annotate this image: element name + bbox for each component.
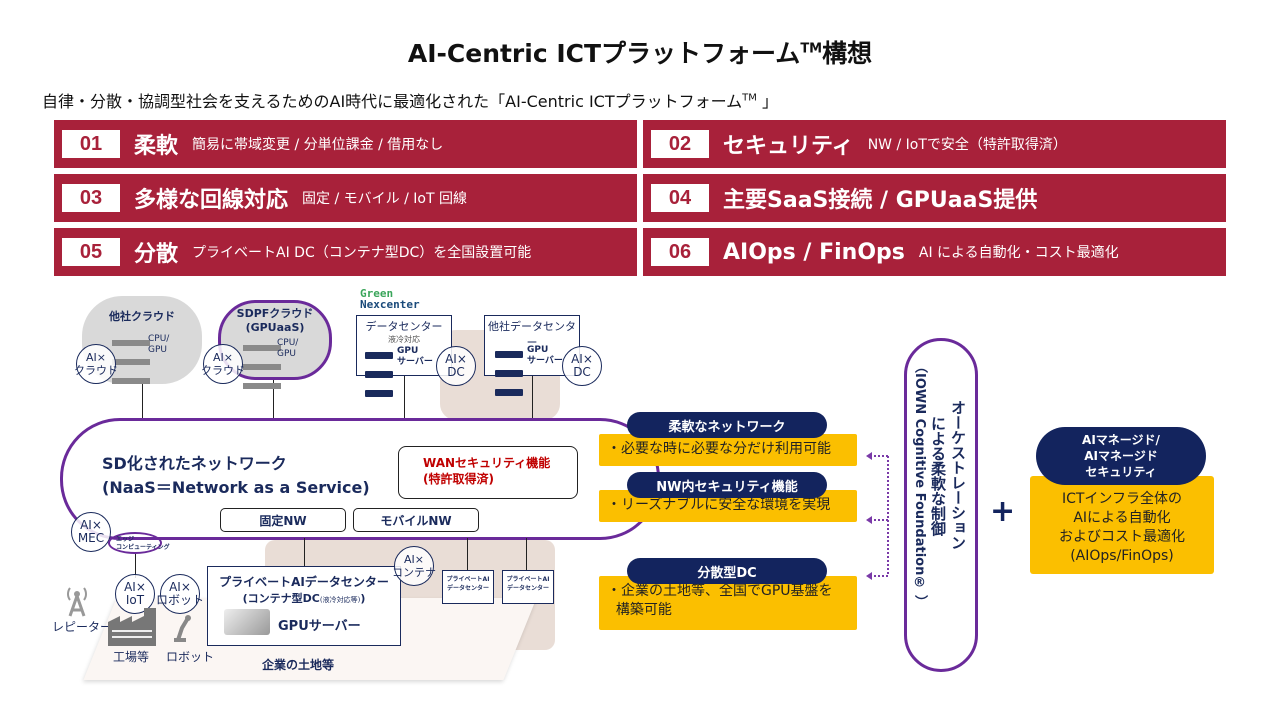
page-title: AI-Centric ICTプラットフォームTM構想 [407, 39, 873, 68]
ai-dc-badge: AI× DC [436, 346, 476, 386]
connector-line [526, 538, 527, 572]
feature-number: 02 [651, 130, 709, 158]
connector-line [304, 538, 305, 570]
server-icon [243, 337, 283, 394]
other-cloud-label: 他社クラウド [109, 310, 175, 323]
feature-02: 02 セキュリティ NW / IoTで安全（特許取得済） [643, 120, 1226, 168]
green-nexcenter-logo: Green Nexcenter [360, 287, 420, 311]
private-dc-title: プライベートAIデータセンター [219, 575, 389, 589]
iown-label: （IOWN Cognitive Foundation® ） [912, 360, 927, 608]
connector-line [467, 538, 468, 572]
connector-line [532, 376, 533, 418]
robot-icon [174, 615, 191, 642]
other-cloud: 他社クラウド CPU/ GPU [82, 296, 202, 384]
feature-04: 04 主要SaaS接続 / GPUaaS提供 [643, 174, 1226, 222]
other-datacenter: 他社データセンター GPU サーバー [484, 315, 580, 396]
sdpf-cloud-label: SDPFクラウド (GPUaaS) [236, 307, 314, 334]
ai-iot-badge: AI× IoT [115, 574, 155, 614]
feature-number: 01 [62, 130, 120, 158]
sd-network-label: SD化されたネットワーク (NaaS＝Network as a Service) [102, 454, 370, 497]
feature-05: 05 分散プライベートAI DC（コンテナ型DC）を全国設置可能 [54, 228, 637, 276]
wan-security-box: WANセキュリティ機能 (特許取得済) [398, 446, 578, 499]
private-dc-subtitle: (コンテナ型DC(液冷対応等)) [242, 592, 366, 605]
mini-private-dc: プライベートAI データセンター [502, 570, 554, 604]
orchestration-subtitle: による柔軟な制御 [929, 416, 947, 536]
feature-description: NW / IoTで安全（特許取得済） [867, 137, 1067, 153]
repeater-icon [67, 587, 87, 617]
mobile-nw-box: モバイルNW [353, 508, 479, 532]
feature-description: プライベートAI DC（コンテナ型DC）を全国設置可能 [192, 245, 532, 261]
datacenter-spec: GPU サーバー [527, 345, 563, 366]
feature-number: 06 [651, 238, 709, 266]
feature-heading: セキュリティ [723, 134, 854, 159]
server-icon [495, 344, 525, 401]
callout-distributed-dc: 分散型DC [627, 558, 827, 584]
factory-icon [108, 608, 156, 646]
robot-label: ロボット [166, 650, 215, 664]
managed-body: ICTインフラ全体の AIによる自動化 およびコスト最適化 (AIOps/Fin… [1030, 476, 1214, 574]
connector-line [142, 378, 143, 418]
feature-03: 03 多様な回線対応固定 / モバイル / IoT 回線 [54, 174, 637, 222]
callout-nw-security: NW内セキュリティ機能 [627, 472, 827, 498]
ai-cloud-badge: AI× クラウド [74, 344, 118, 384]
other-cloud-spec: CPU/ GPU [148, 334, 170, 355]
orchestration-title: オーケストレーション [949, 400, 967, 550]
ai-container-badge: AI× コンテナ [392, 546, 436, 586]
land-label: 企業の土地等 [262, 658, 335, 672]
callout-flexible-network: 柔軟なネットワーク [627, 412, 827, 438]
datacenter-label: データセンター [365, 320, 443, 333]
server-icon [365, 345, 395, 402]
feature-number: 03 [62, 184, 120, 212]
ai-cloud-badge: AI× クラウド [201, 344, 245, 384]
ai-robot-badge: AI× ロボット [156, 574, 204, 614]
connector-line [135, 552, 136, 578]
mini-private-dc: プライベートAI データセンター [442, 570, 494, 604]
feature-description: 簡易に帯域変更 / 分単位課金 / 借用なし [192, 137, 444, 153]
datacenter-label: 他社データセンター [488, 320, 576, 349]
feature-heading: 分散 [134, 242, 179, 267]
feature-number: 04 [651, 184, 709, 212]
ai-mec-badge: AI× MEC [71, 512, 111, 552]
connector-line [273, 378, 274, 418]
feature-number: 05 [62, 238, 120, 266]
repeater-label: レピーター [52, 620, 113, 634]
connector-line [404, 376, 405, 418]
fixed-nw-box: 固定NW [220, 508, 346, 532]
feature-06: 06 AIOps / FinOps AI による自動化・コスト最適化 [643, 228, 1226, 276]
callout-body: ・必要な時に必要な分だけ利用可能 [599, 434, 857, 466]
edge-computing: エッジ コンピューティング [108, 532, 170, 554]
server-icon [112, 332, 152, 389]
orchestration-panel [904, 338, 978, 672]
gpu-server-label: GPUサーバー [278, 619, 361, 634]
factory-label: 工場等 [113, 650, 150, 664]
ai-dc-badge: AI× DC [562, 346, 602, 386]
feature-heading: 柔軟 [134, 134, 179, 159]
gpu-server-image [224, 609, 270, 635]
feature-description: AI による自動化・コスト最適化 [918, 245, 1119, 261]
feature-description: 固定 / モバイル / IoT 回線 [302, 191, 467, 207]
private-ai-datacenter: プライベートAIデータセンター (コンテナ型DC(液冷対応等)) GPUサーバー [207, 566, 401, 646]
datacenter-sublabel: 液冷対応 [388, 335, 420, 344]
callout-body: ・企業の土地等、全国でGPU基盤を 構築可能 [599, 576, 857, 630]
dotted-arrows [866, 452, 889, 580]
sdpf-cloud: SDPFクラウド (GPUaaS) CPU/ GPU [218, 300, 332, 389]
page-subtitle: 自律・分散・協調型社会を支えるためのAI時代に最適化された「AI-Centric… [42, 92, 778, 111]
managed-head: AIマネージド/ AIマネージド セキュリティ [1036, 427, 1206, 485]
plus-icon: + [990, 494, 1016, 529]
feature-01: 01 柔軟簡易に帯域変更 / 分単位課金 / 借用なし [54, 120, 637, 168]
datacenter-spec: GPU サーバー [397, 346, 433, 367]
feature-heading: AIOps / FinOps [723, 239, 905, 265]
feature-heading: 主要SaaS接続 / GPUaaS提供 [723, 188, 1038, 213]
feature-heading: 多様な回線対応 [134, 188, 289, 213]
sdpf-cloud-spec: CPU/ GPU [277, 338, 299, 359]
